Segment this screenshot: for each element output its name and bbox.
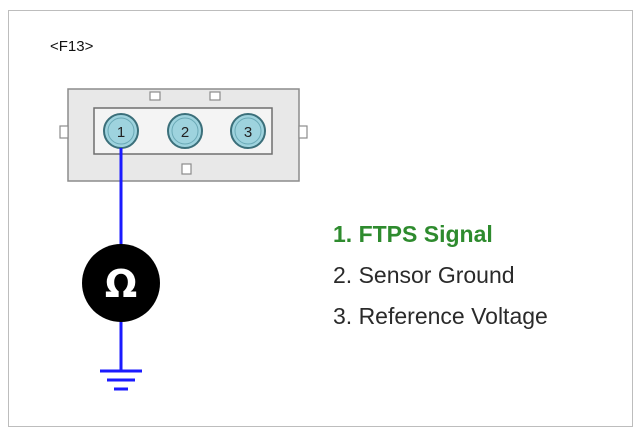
pin-2: 2 [167,113,203,149]
pin-1: 1 [103,113,139,149]
pin-legend: 1. FTPS Signal 2. Sensor Ground 3. Refer… [333,214,548,337]
legend-item-ftps-signal: 1. FTPS Signal [333,221,493,247]
connector-id-label: <F13> [50,38,94,55]
ohm-symbol: Ω [105,262,137,306]
pin-3-label: 3 [244,124,252,141]
ohm-meter-icon: Ω [82,244,160,322]
pin-1-label: 1 [117,124,125,141]
ground-symbol-icon [100,369,142,391]
legend-item-reference-voltage: 3. Reference Voltage [333,303,548,329]
pin-3: 3 [230,113,266,149]
pin-2-label: 2 [181,124,189,141]
diagram-frame [8,10,633,427]
legend-item-sensor-ground: 2. Sensor Ground [333,262,515,288]
